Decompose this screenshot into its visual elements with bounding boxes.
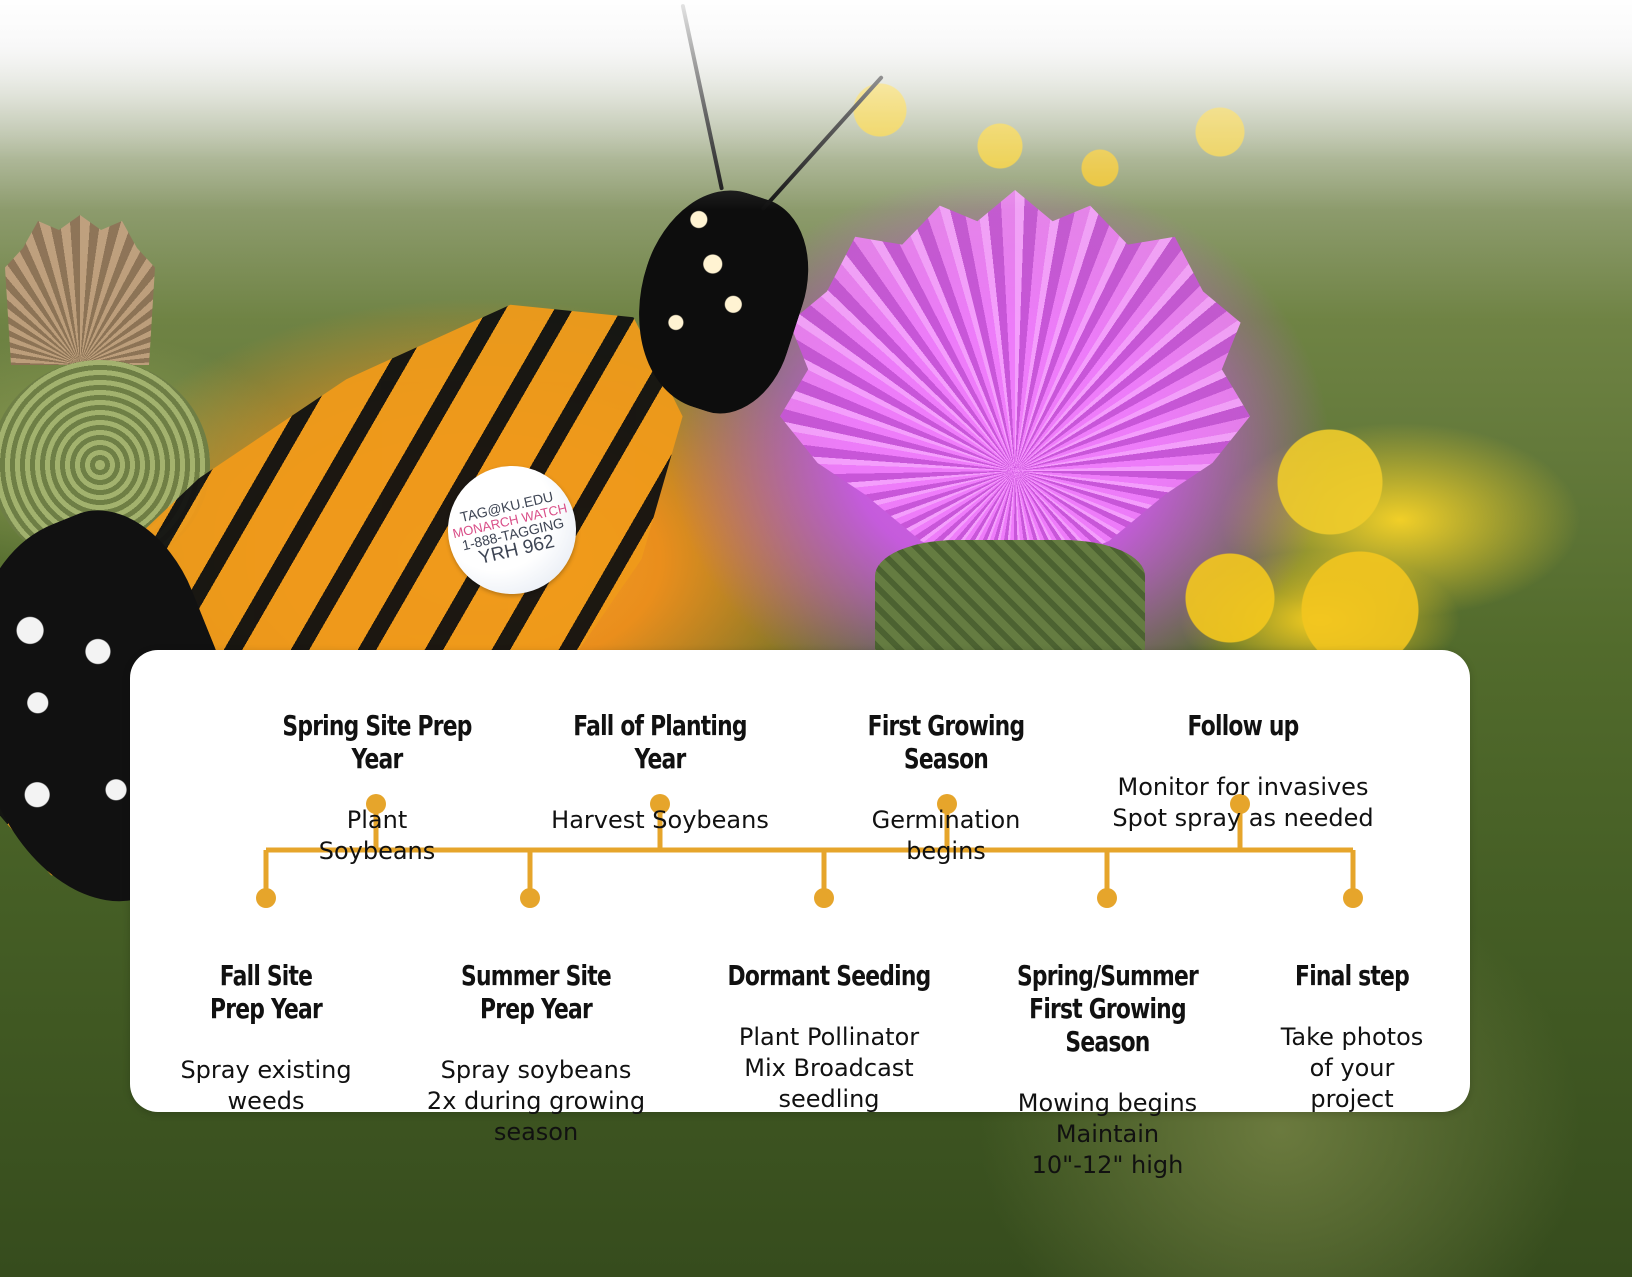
- step-description: Spray existing weeds: [180, 1056, 352, 1115]
- step-title: Spring/Summer First Growing Season: [1016, 959, 1199, 1058]
- step-description: Monitor for invasives Spot spray as need…: [1112, 773, 1374, 832]
- step-description: Germination begins: [871, 806, 1021, 865]
- top-fog-overlay: [0, 0, 1632, 210]
- step-description: Plant Pollinator Mix Broadcast seedling: [738, 1023, 920, 1113]
- step-title: Follow up: [1187, 709, 1300, 742]
- bottom-step-final-step: Final step Take photos of your project: [1254, 928, 1450, 1146]
- step-title: Final step: [1295, 959, 1410, 992]
- timeline-card: Spring Site Prep Year Plant Soybeans Fal…: [130, 650, 1470, 1179]
- top-dot-4: [1230, 794, 1250, 814]
- bottom-dot-5: [1343, 888, 1363, 908]
- top-step-fall-of-planting-year: Fall of Planting Year Harvest Soybeans: [522, 678, 798, 867]
- step-title: Dormant Seeding: [727, 959, 932, 992]
- bottom-dot-2: [520, 888, 540, 908]
- step-description: Plant Soybeans: [318, 806, 436, 865]
- top-dot-1: [366, 794, 386, 814]
- step-title: Summer Site Prep Year: [461, 959, 612, 1025]
- bottom-step-spring-summer-first-growing-season: Spring/Summer First Growing Season Mowin…: [970, 928, 1245, 1212]
- bottom-dot-3: [814, 888, 834, 908]
- bottom-dot-1: [256, 888, 276, 908]
- top-step-first-growing-season: First Growing Season Germination begins: [805, 678, 1087, 898]
- top-step-spring-site-prep-year: Spring Site Prep Year Plant Soybeans: [232, 678, 522, 898]
- step-description: Spray soybeans 2x during growing season: [426, 1056, 646, 1146]
- top-step-follow-up: Follow up Monitor for invasives Spot spr…: [1098, 678, 1388, 865]
- step-title: First Growing Season: [867, 709, 1025, 775]
- bottom-step-dormant-seeding: Dormant Seeding Plant Pollinator Mix Bro…: [698, 928, 960, 1146]
- top-dot-3: [937, 794, 957, 814]
- bottom-step-summer-site-prep-year: Summer Site Prep Year Spray soybeans 2x …: [406, 928, 666, 1179]
- step-description: Mowing begins Maintain 10"-12" high: [1017, 1089, 1198, 1179]
- step-title: Spring Site Prep Year: [282, 709, 472, 775]
- thistle-base: [875, 540, 1145, 660]
- step-description: Harvest Soybeans: [551, 806, 769, 834]
- step-title: Fall Site Prep Year: [210, 959, 323, 1025]
- bottom-step-fall-site-prep-year: Fall Site Prep Year Spray existing weeds: [158, 928, 374, 1148]
- step-title: Fall of Planting Year: [573, 709, 747, 775]
- bottom-dot-4: [1097, 888, 1117, 908]
- top-dot-2: [650, 794, 670, 814]
- step-description: Take photos of your project: [1280, 1023, 1424, 1113]
- timeline-diagram: [256, 794, 1363, 908]
